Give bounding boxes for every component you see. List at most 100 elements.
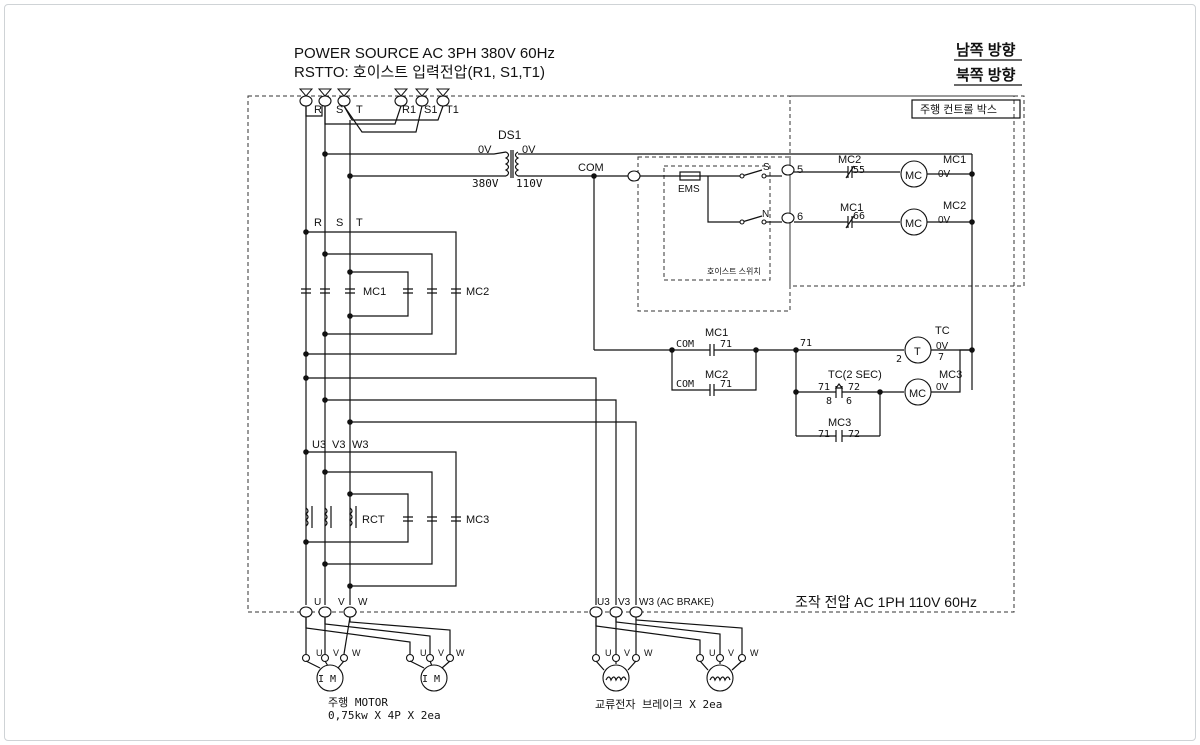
brake-output-label-v3: V3: [618, 597, 631, 608]
interlock-mc1-no: 66: [853, 211, 865, 222]
interlock-mc2-no: 55: [853, 165, 865, 176]
brake2-label-u: U: [709, 648, 716, 658]
capacitor: [451, 516, 461, 522]
terminal-screw: [318, 606, 332, 618]
hoist-switch-label: 호이스트 스위치: [707, 266, 761, 276]
brake-terminal: [715, 653, 725, 663]
coil-tc-left: 2: [896, 354, 902, 365]
output-label-u: U: [314, 597, 321, 608]
mc3-label: MC3: [466, 514, 489, 526]
motor2-label-v: V: [438, 648, 444, 658]
mc1-com-contact-name: MC1: [705, 327, 728, 339]
brake1-leads: [595, 660, 637, 671]
switch-node: [761, 219, 767, 225]
capacitor: [427, 288, 437, 294]
brake-output-label-u3: U3: [597, 597, 610, 608]
mc2-com-contact-left: COM: [676, 379, 694, 390]
motor-wire: [349, 617, 451, 654]
power-source-subtitle: RSTTO: 호이스트 입력전압(R1, S1,T1): [294, 64, 545, 81]
brake-terminal: [611, 653, 621, 663]
direction-north: 북쪽 방향: [956, 66, 1016, 84]
junction-dot: [322, 331, 328, 337]
rst-label-s: S: [336, 217, 343, 229]
switch-node: [761, 173, 767, 179]
brake-output-label-w3: W3 (AC BRAKE): [639, 597, 714, 608]
terminal-triangle: [435, 88, 451, 97]
motor-1: [316, 664, 344, 692]
terminal-6-label: 6: [797, 211, 803, 223]
uvw3-label-w3: W3: [352, 439, 369, 451]
ac-brake-2: [706, 664, 734, 692]
hoist-switch-boundary: [637, 156, 791, 312]
junction-dot: [322, 251, 328, 257]
mc3-hold-left: 71: [818, 429, 830, 440]
capacitor: [301, 288, 311, 294]
motor2-label-u: U: [420, 648, 427, 658]
terminal-screw: [609, 606, 623, 618]
coil-tc-zero: 0V: [936, 341, 949, 352]
terminal-5-label: 5: [797, 164, 803, 176]
mc1-com-contact: [704, 344, 796, 356]
switch-s-contact: [741, 169, 763, 177]
timer-contact: [796, 383, 881, 436]
capacitor: [403, 516, 413, 522]
brake-wiring: [595, 617, 743, 654]
transformer-name: DS1: [498, 128, 522, 142]
interlock-mc1-label: MC1: [840, 202, 863, 214]
coil-mc2-name: MC2: [943, 200, 966, 212]
brake-terminal: [631, 653, 641, 663]
motor-caption-line1: 주행 MOTOR: [328, 696, 388, 709]
transformer-primary-winding: [504, 151, 510, 177]
transformer-secondary-voltage: 110V: [516, 177, 543, 190]
junction-dot: [347, 313, 353, 319]
rst-label-r: R: [314, 217, 322, 229]
transformer-secondary-winding: [514, 151, 520, 177]
coil-mc2-zero: 0V: [938, 215, 951, 226]
coil-mc1-name: MC1: [943, 154, 966, 166]
junction-dot: [322, 561, 328, 567]
feed-wire: [325, 471, 433, 565]
timer-contact-right: 72: [848, 382, 860, 393]
junction-dot: [303, 351, 309, 357]
terminal-5: [781, 164, 795, 176]
rct-reactor-coils: [305, 506, 357, 528]
motor-wire: [324, 617, 431, 654]
mc3-hold-right: 72: [848, 429, 860, 440]
uvw3-label-v3: V3: [332, 439, 345, 451]
motor1-label-w: W: [352, 648, 361, 658]
motor1-label-v: V: [333, 648, 339, 658]
coil-tc-seven: 7: [938, 352, 944, 363]
junction-dot: [347, 491, 353, 497]
terminal-screw: [299, 606, 313, 618]
motor-1-symbol: I M: [318, 674, 336, 685]
brake2-leads: [699, 660, 743, 671]
feed-wire: [306, 451, 457, 587]
switch-n-label: N: [762, 209, 769, 220]
feed-wire: [350, 271, 409, 317]
terminal-label-t1: T1: [446, 104, 459, 116]
coil-mc1-symbol: MC: [905, 170, 922, 182]
motor2-label-w: W: [456, 648, 465, 658]
reactor-coil: [349, 507, 353, 527]
feed-wire: [325, 253, 433, 335]
motor-terminal: [339, 653, 349, 663]
timer-contact-label: TC(2 SEC): [828, 369, 882, 381]
motor-terminal: [445, 653, 455, 663]
mc2-com-contact-right: 71: [720, 379, 732, 390]
terminal-triangle: [393, 88, 409, 97]
capacitor: [403, 288, 413, 294]
motor1-label-u: U: [316, 648, 323, 658]
mc2-label: MC2: [466, 286, 489, 298]
mc1-label: MC1: [363, 286, 386, 298]
junction-dot: [303, 449, 309, 455]
terminal-screw: [629, 606, 643, 618]
ac-brake-1-winding: [605, 676, 627, 682]
mc1-com-contact-right: 71: [720, 339, 732, 350]
feed-wire: [306, 493, 409, 543]
switch-node: [739, 219, 745, 225]
brake-caption: 교류전자 브레이크 X 2ea: [595, 698, 722, 711]
brake-feed-v3: [325, 399, 617, 605]
com-label: COM: [578, 162, 604, 174]
junction-dot: [303, 539, 309, 545]
